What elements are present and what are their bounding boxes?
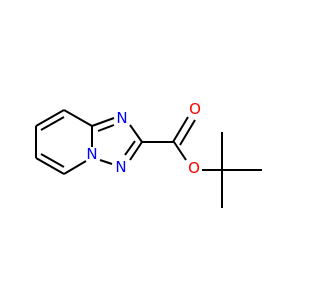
bond-c2-n3 [129, 141, 143, 161]
bond-carbonyl-oester [173, 141, 187, 161]
triazole-ring [91, 117, 143, 165]
bond-c8a-c8 [63, 109, 93, 127]
bond-c8a-n1 [91, 117, 115, 127]
molecule-structure: N N N O O [35, 100, 262, 208]
bond-c6-c5-inner [40, 153, 65, 168]
atom-n-bottom: N [115, 158, 126, 176]
atom-n-top: N [116, 109, 127, 127]
bond-c8a-n1-inner [97, 124, 115, 132]
bond-c2-n3-inner [124, 140, 136, 156]
tert-butyl-group [221, 132, 262, 208]
atom-n-bridge: N [86, 145, 97, 163]
atom-labels: N N N O O [86, 100, 201, 177]
pyridine-ring [35, 109, 93, 175]
ester-group [142, 116, 222, 171]
bond-n1-c2 [129, 124, 143, 143]
bond-c6-c5 [35, 157, 65, 175]
bond-c8-c7 [35, 109, 65, 127]
bond-c5-n4 [63, 160, 87, 175]
bond-c8-c7-inner [40, 116, 65, 131]
bond-carbonyl-o-inner [179, 119, 196, 146]
atom-o-ester: O [188, 159, 200, 177]
atom-o-carbonyl: O [189, 100, 201, 118]
bond-carbonyl-o [172, 116, 189, 143]
bond-n3-n4 [99, 159, 113, 165]
